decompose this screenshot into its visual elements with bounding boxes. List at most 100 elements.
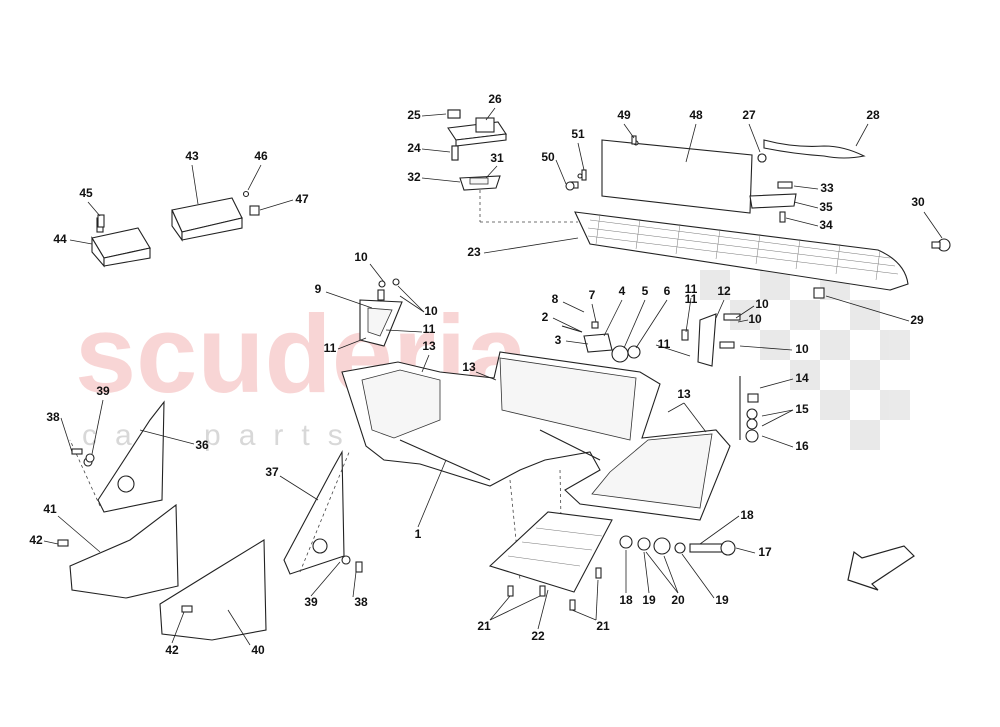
callout-17: 17 [758, 545, 772, 559]
part-40-mud-flap [159, 539, 267, 641]
part-48-plate [569, 139, 753, 214]
part-9-bracket [359, 278, 403, 347]
leader-line [785, 217, 819, 227]
callout-43: 43 [185, 149, 199, 163]
leader-line [685, 123, 697, 163]
leader-line [279, 475, 319, 501]
leader-line [171, 611, 185, 644]
callout-19a: 19 [642, 593, 656, 607]
callout-15: 15 [795, 402, 809, 416]
callout-11a: 11 [423, 322, 436, 336]
callout-34: 34 [819, 218, 833, 232]
callout-10d: 10 [795, 342, 809, 356]
callout-44: 44 [53, 232, 67, 246]
leader-line [643, 551, 650, 594]
callout-48: 48 [689, 108, 703, 122]
leader-line [489, 595, 541, 621]
callout-33: 33 [820, 181, 834, 195]
leader-line [577, 142, 585, 171]
callout-50: 50 [541, 150, 555, 164]
callout-47: 47 [295, 192, 309, 206]
leader-line [562, 301, 585, 313]
leader-line [685, 297, 692, 333]
leader-line [565, 340, 589, 345]
callout-10b: 10 [424, 304, 438, 318]
part-30-fastener [931, 238, 951, 252]
leader-line [421, 148, 451, 153]
leader-line [483, 237, 579, 254]
leader-line [793, 185, 819, 190]
part-28-badge [757, 139, 866, 163]
part-41-mud-flap [57, 503, 179, 599]
leader-line [91, 399, 104, 455]
leader-line [325, 291, 373, 309]
part-27-nut [757, 153, 767, 163]
leader-line [623, 299, 646, 349]
leader-line [399, 295, 425, 313]
callout-23: 23 [467, 245, 481, 259]
part-31-handle [459, 175, 501, 191]
part-37-bracket [283, 449, 351, 575]
callout-labels: 1 2 3 4 5 6 7 8 9 10 10 10 10 10 11 11 1… [29, 92, 925, 657]
callout-3: 3 [555, 333, 562, 347]
part-22-panel [488, 511, 613, 611]
leader-line [485, 107, 496, 121]
leader-lines [43, 107, 943, 646]
part-17-bolt-assembly [619, 535, 736, 556]
callout-28: 28 [866, 108, 880, 122]
part-12-bracket [681, 313, 741, 367]
leader-line [655, 344, 691, 357]
leader-line [595, 579, 599, 621]
leader-line [759, 378, 794, 389]
leader-line [60, 417, 73, 453]
leader-line [247, 164, 262, 191]
leader-line [421, 177, 461, 183]
leader-line [227, 609, 251, 646]
callout-16: 16 [795, 439, 809, 453]
callout-11c: 11 [685, 282, 698, 296]
callout-39b: 39 [304, 595, 318, 609]
callout-25: 25 [407, 108, 421, 122]
callout-4: 4 [619, 284, 626, 298]
callout-9: 9 [315, 282, 322, 296]
leader-line [793, 201, 819, 209]
part-38-screw [71, 448, 83, 455]
part-23-grille [574, 211, 909, 291]
leader-line [748, 123, 761, 153]
callout-19b: 19 [715, 593, 729, 607]
callout-21a: 21 [477, 619, 491, 633]
leader-line [369, 263, 385, 283]
leader-line [735, 547, 756, 554]
callout-6: 6 [664, 284, 671, 298]
leader-line [623, 123, 635, 139]
callout-24: 24 [407, 141, 421, 155]
callout-37: 37 [265, 465, 279, 479]
direction-arrow-icon [847, 545, 915, 591]
part-35-handle [749, 181, 797, 223]
callout-32: 32 [407, 170, 421, 184]
leader-line [397, 285, 425, 313]
callout-11d: 11 [658, 337, 671, 351]
leader-line [475, 371, 497, 381]
part-25-clip [447, 109, 461, 119]
callout-41: 41 [43, 502, 57, 516]
callout-13c: 13 [677, 387, 691, 401]
leader-line [485, 165, 498, 179]
leader-line [761, 435, 794, 448]
part-39-washer-right [341, 555, 351, 565]
callout-26: 26 [488, 92, 502, 106]
leader-line [87, 201, 101, 217]
callout-30: 30 [911, 195, 925, 209]
callout-51: 51 [571, 127, 585, 141]
part-43-module [171, 190, 260, 242]
part-49-screw [631, 135, 637, 145]
leader-line [603, 299, 623, 337]
leader-line [761, 409, 794, 417]
leader-line [191, 164, 199, 205]
leader-line [310, 561, 341, 597]
leader-line [352, 571, 357, 598]
leader-line [555, 159, 567, 185]
callout-35: 35 [819, 200, 833, 214]
leader-line [537, 589, 549, 630]
